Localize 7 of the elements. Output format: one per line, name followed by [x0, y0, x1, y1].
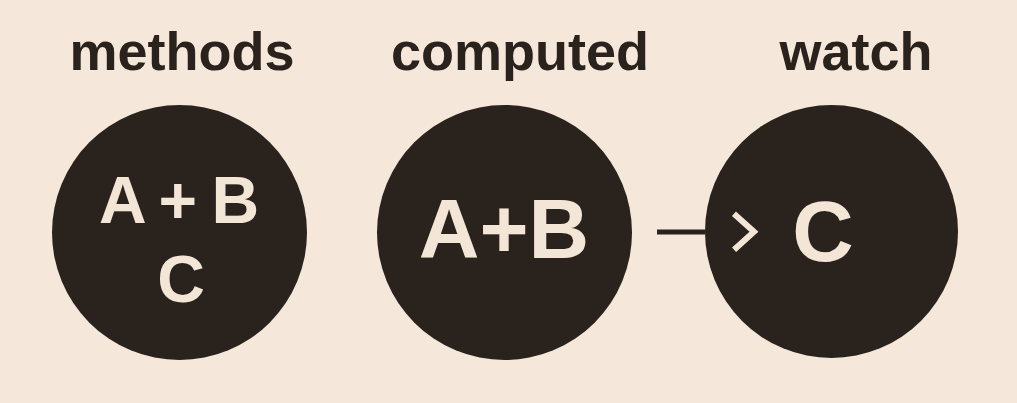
arrow: [657, 210, 757, 253]
node-text: A + B: [98, 167, 258, 233]
node-text: C: [157, 246, 205, 312]
node-text: C: [792, 189, 854, 274]
node-heading: methods: [69, 24, 295, 78]
node-text: A+B: [418, 187, 590, 271]
node-heading: watch: [779, 24, 933, 78]
